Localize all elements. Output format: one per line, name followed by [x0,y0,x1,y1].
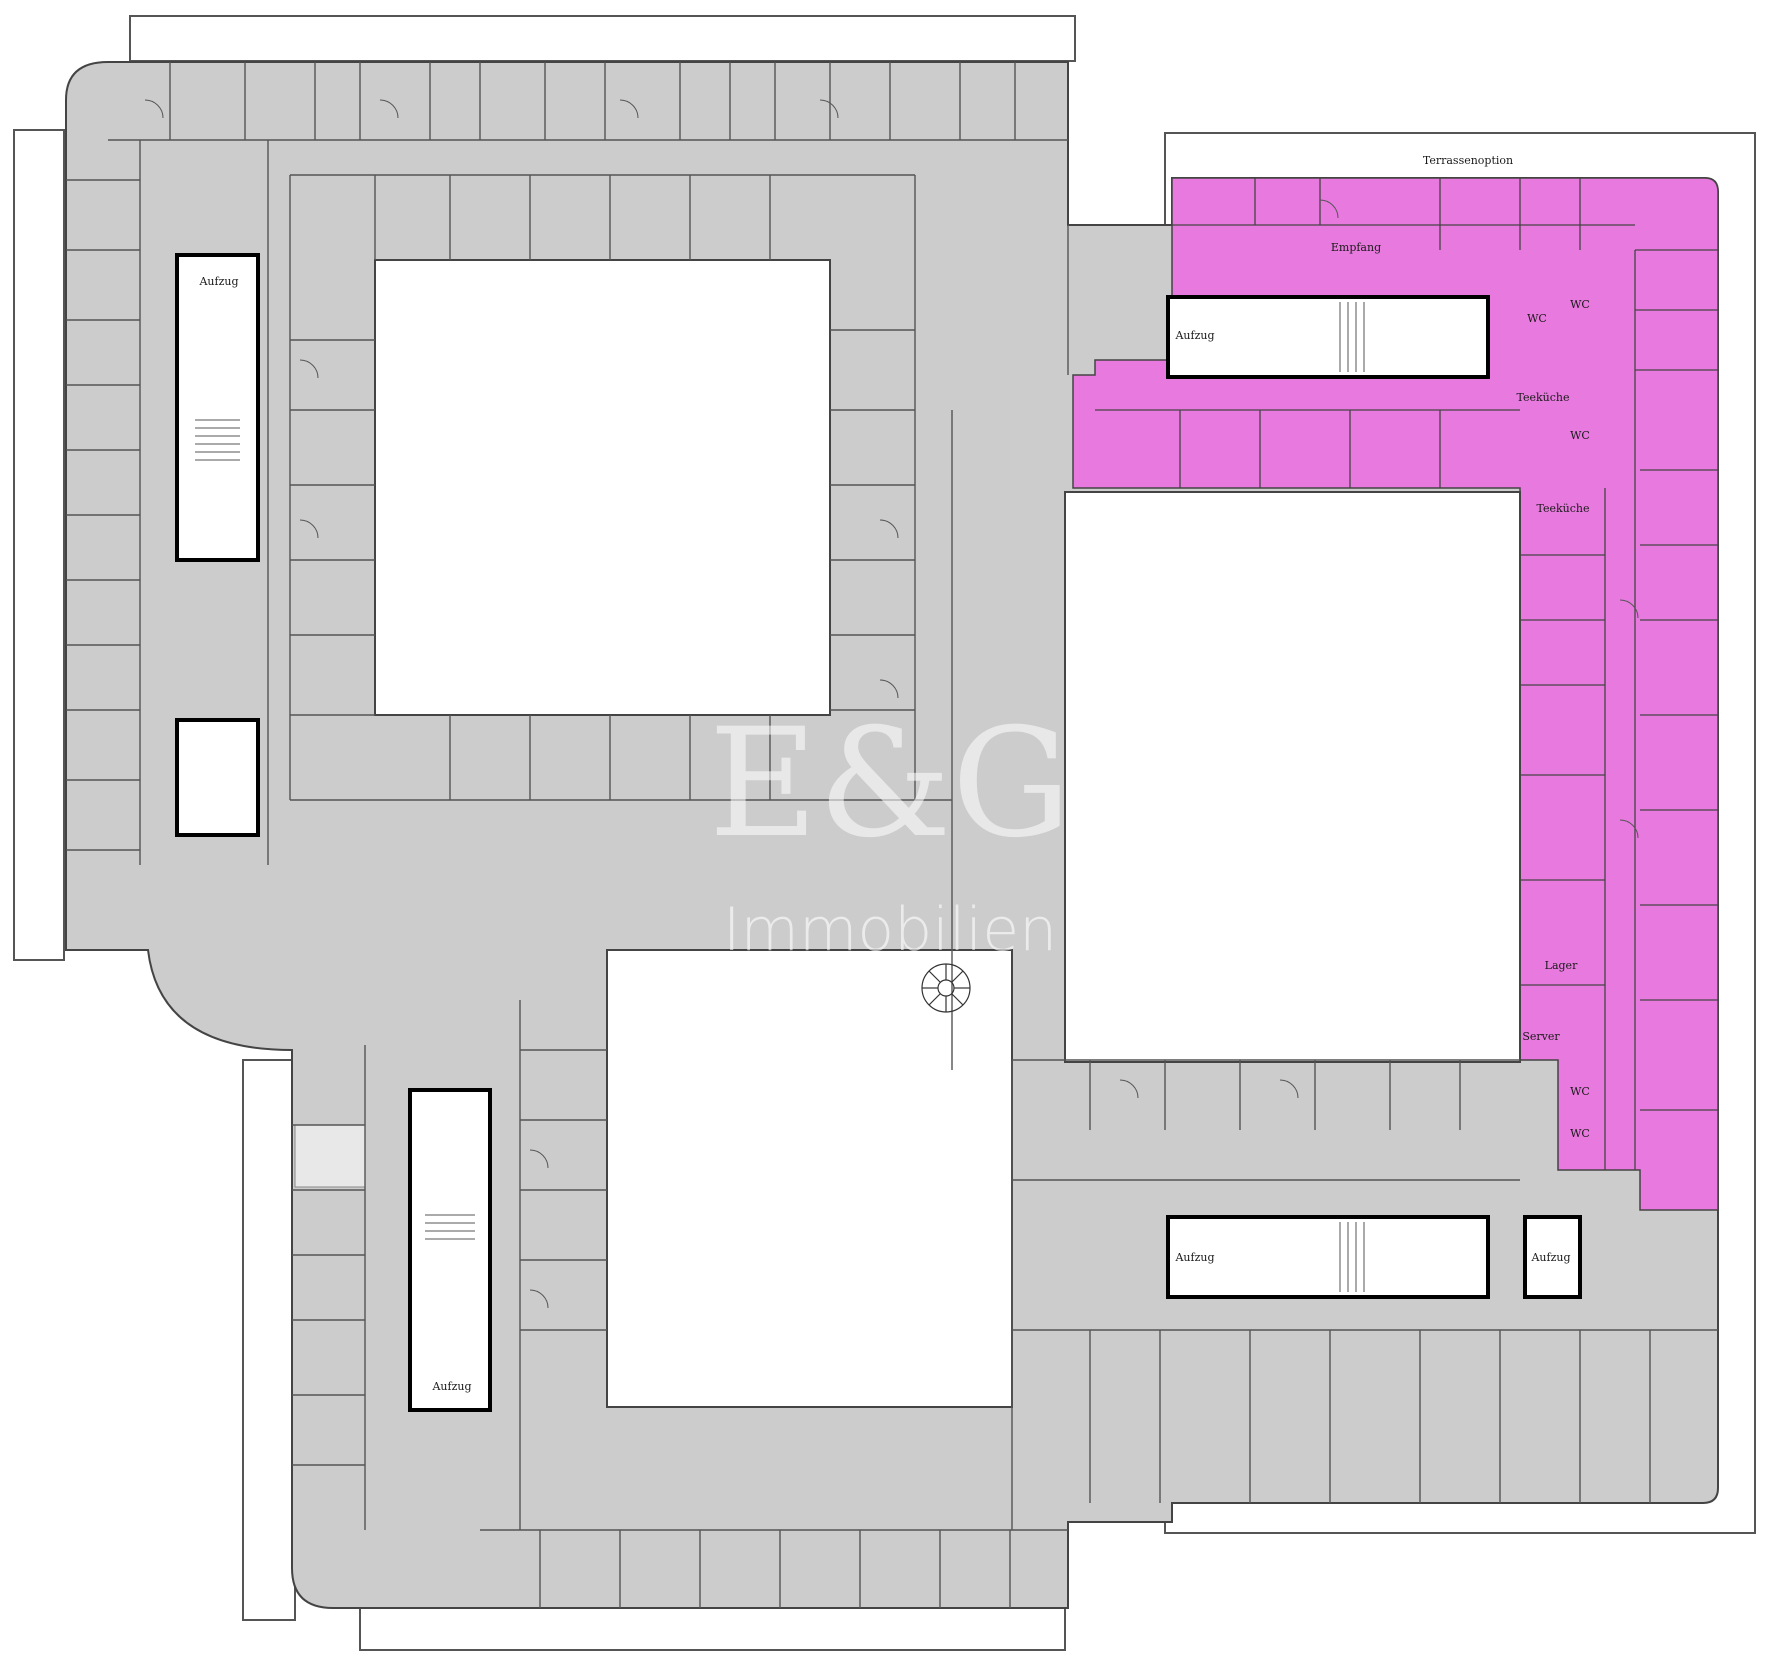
storage-label: Lager [1545,959,1578,972]
highlighted-area [1072,177,1719,1211]
door-swings [144,99,1639,1309]
core-west-upper [175,253,260,562]
courtyard-east [1064,491,1521,1063]
elevator-label-5: Aufzug [431,1380,471,1393]
core-southeast [1166,1215,1490,1299]
corner-light [294,1124,366,1188]
wc-label-4: WC [1570,1085,1590,1098]
watermark-logo: E&G Immobilien [709,697,1072,965]
core-north [1166,295,1490,379]
elevator-label-4: Aufzug [1530,1251,1570,1264]
reception-label: Empfang [1331,241,1381,254]
partition-walls [66,62,1718,1608]
stair-hatching [195,302,1365,1292]
wc-label-5: WC [1570,1127,1590,1140]
core-southeast-lift [1523,1215,1582,1299]
building-cores [175,253,1582,1412]
wc-label-2: WC [1527,312,1547,325]
wc-label-1: WC [1570,298,1590,311]
core-west-lower [175,718,260,837]
elevator-label-1: Aufzug [198,275,238,288]
wc-label-3: WC [1570,429,1590,442]
kitchen-label-2: Teeküche [1536,502,1589,515]
highlighted-partitions [1095,178,1718,1170]
watermark-logo-text: E&G [709,697,1072,871]
terrace-label: Terrassenoption [1423,154,1513,167]
courtyard-south [606,949,1013,1408]
core-south [408,1088,492,1412]
server-label: Server [1522,1030,1560,1043]
courtyards [294,259,1521,1408]
room-labels: Terrassenoption Empfang Teeküche Teeküch… [198,154,1589,1393]
courtyard-northwest [374,259,831,716]
kitchen-label-1: Teeküche [1516,391,1569,404]
elevator-label-2: Aufzug [1174,329,1214,342]
elevator-label-3: Aufzug [1174,1251,1214,1264]
spiral-staircase-icon [921,963,971,1013]
watermark-subtitle: Immobilien [723,895,1057,965]
